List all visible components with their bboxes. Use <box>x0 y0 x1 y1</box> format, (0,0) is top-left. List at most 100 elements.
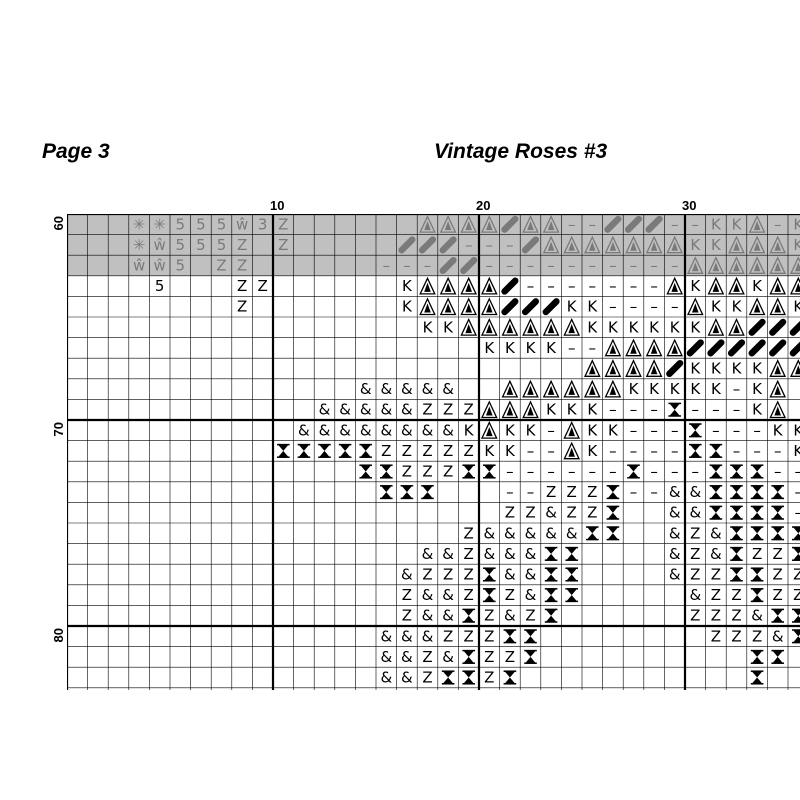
svg-text:Z: Z <box>237 277 247 295</box>
svg-text:–: – <box>568 215 576 233</box>
dash-symbol: – <box>650 421 658 439</box>
svg-text:&: & <box>669 545 681 563</box>
svg-text:&: & <box>483 524 495 542</box>
hourglass-symbol <box>503 670 517 685</box>
svg-text:K: K <box>587 401 598 419</box>
svg-text:Z: Z <box>402 442 412 460</box>
w-hat-symbol: ŵ <box>236 215 248 233</box>
dash-symbol: – <box>733 442 741 460</box>
svg-text:&: & <box>442 421 454 439</box>
k-symbol: K <box>505 421 516 439</box>
hourglass-symbol <box>709 505 723 520</box>
dash-symbol: – <box>774 215 782 233</box>
dash-symbol: – <box>547 421 555 439</box>
svg-text:&: & <box>422 607 434 625</box>
svg-text:Z: Z <box>402 607 412 625</box>
ampersand-symbol: & <box>545 524 557 542</box>
triangle-symbol <box>604 379 622 398</box>
ampersand-symbol: & <box>504 545 516 563</box>
ampersand-symbol: & <box>483 545 495 563</box>
dash-symbol: – <box>795 483 800 501</box>
svg-text:&: & <box>422 586 434 604</box>
k-symbol: K <box>793 236 800 254</box>
svg-text:&: & <box>566 524 578 542</box>
column-label: 10 <box>270 198 284 213</box>
column-label: 20 <box>476 198 490 213</box>
dash-symbol: – <box>671 257 679 275</box>
svg-text:–: – <box>568 257 576 275</box>
oval-symbol <box>686 339 704 357</box>
triangle-symbol <box>645 235 663 254</box>
svg-text:Z: Z <box>464 586 474 604</box>
ampersand-symbol: & <box>442 648 454 666</box>
dash-symbol: – <box>609 277 617 295</box>
svg-text:&: & <box>380 648 392 666</box>
oval-symbol <box>460 256 478 275</box>
k-symbol: K <box>773 421 784 439</box>
triangle-symbol <box>480 400 498 419</box>
z-symbol: Z <box>422 669 432 687</box>
ampersand-symbol: & <box>401 421 413 439</box>
svg-text:–: – <box>609 298 617 316</box>
w-hat-symbol: ŵ <box>154 236 166 254</box>
ampersand-symbol: & <box>298 421 310 439</box>
svg-text:&: & <box>772 627 784 645</box>
k-symbol: K <box>711 380 722 398</box>
k-symbol: K <box>732 298 743 316</box>
ampersand-symbol: & <box>401 566 413 584</box>
svg-text:K: K <box>752 277 763 295</box>
hourglass-symbol <box>606 526 620 541</box>
svg-text:–: – <box>630 277 638 295</box>
dash-symbol: – <box>774 463 782 481</box>
svg-text:–: – <box>506 483 514 501</box>
svg-text:–: – <box>692 401 700 419</box>
svg-text:–: – <box>692 463 700 481</box>
hourglass-symbol <box>297 443 311 458</box>
svg-text:Z: Z <box>278 236 288 254</box>
hourglass-symbol <box>771 485 784 500</box>
dash-symbol: – <box>506 463 514 481</box>
k-symbol: K <box>587 421 598 439</box>
shaded-row <box>67 255 800 276</box>
svg-text:–: – <box>589 257 597 275</box>
z-symbol: Z <box>237 277 247 295</box>
k-symbol: K <box>629 380 640 398</box>
svg-text:–: – <box>527 463 535 481</box>
z-symbol: Z <box>443 566 453 584</box>
svg-text:K: K <box>464 421 475 439</box>
k-symbol: K <box>752 277 763 295</box>
ampersand-symbol: & <box>689 586 701 604</box>
svg-text:Z: Z <box>505 586 515 604</box>
svg-text:K: K <box>752 380 763 398</box>
svg-text:–: – <box>424 257 432 275</box>
z-symbol: Z <box>690 566 700 584</box>
dash-symbol: – <box>547 463 555 481</box>
oval-symbol <box>501 298 519 316</box>
triangle-symbol <box>563 317 581 336</box>
dash-symbol: – <box>795 504 800 522</box>
dash-symbol: – <box>650 401 658 419</box>
hourglass-symbol <box>771 608 784 623</box>
svg-text:&: & <box>689 504 701 522</box>
hourglass-symbol <box>750 670 764 685</box>
z-symbol: Z <box>237 236 247 254</box>
dash-symbol: – <box>692 463 700 481</box>
ampersand-symbol: & <box>422 380 434 398</box>
svg-text:&: & <box>380 421 392 439</box>
z-symbol: Z <box>484 669 494 687</box>
svg-text:&: & <box>504 607 516 625</box>
triangle-symbol <box>563 235 581 254</box>
w-hat-symbol: ŵ <box>133 257 145 275</box>
triangle-symbol <box>789 359 800 377</box>
svg-text:K: K <box>567 298 578 316</box>
svg-text:&: & <box>669 483 681 501</box>
z-symbol: Z <box>690 545 700 563</box>
hourglass-symbol <box>627 464 640 479</box>
k-symbol: K <box>567 298 578 316</box>
dash-symbol: – <box>630 257 638 275</box>
triangle-symbol <box>686 256 704 274</box>
dash-symbol: – <box>650 257 658 275</box>
svg-text:Z: Z <box>402 463 412 481</box>
triangle-symbol <box>542 235 560 254</box>
